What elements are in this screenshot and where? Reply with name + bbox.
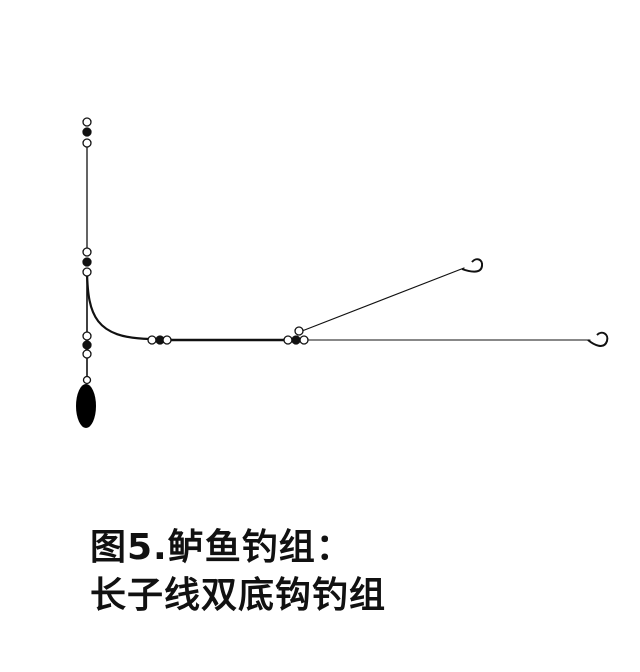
sub-line-curve <box>85 270 152 341</box>
figure-caption: 图5.鲈鱼钓组： 长子线双底钩钓组 <box>90 524 386 620</box>
branch-line-upper <box>301 267 465 332</box>
caption-line-2: 长子线双底钩钓组 <box>90 575 387 616</box>
top-swivel <box>82 117 92 148</box>
leader-beads <box>147 335 172 345</box>
sinker-icon <box>76 384 96 428</box>
caption-line-1: 图5.鲈鱼钓组： <box>90 527 353 568</box>
upper-hook-icon <box>461 258 484 273</box>
right-hook-icon <box>587 331 609 347</box>
three-way-connector <box>283 326 309 345</box>
lower-swivel <box>82 331 92 385</box>
middle-swivel <box>82 247 92 277</box>
